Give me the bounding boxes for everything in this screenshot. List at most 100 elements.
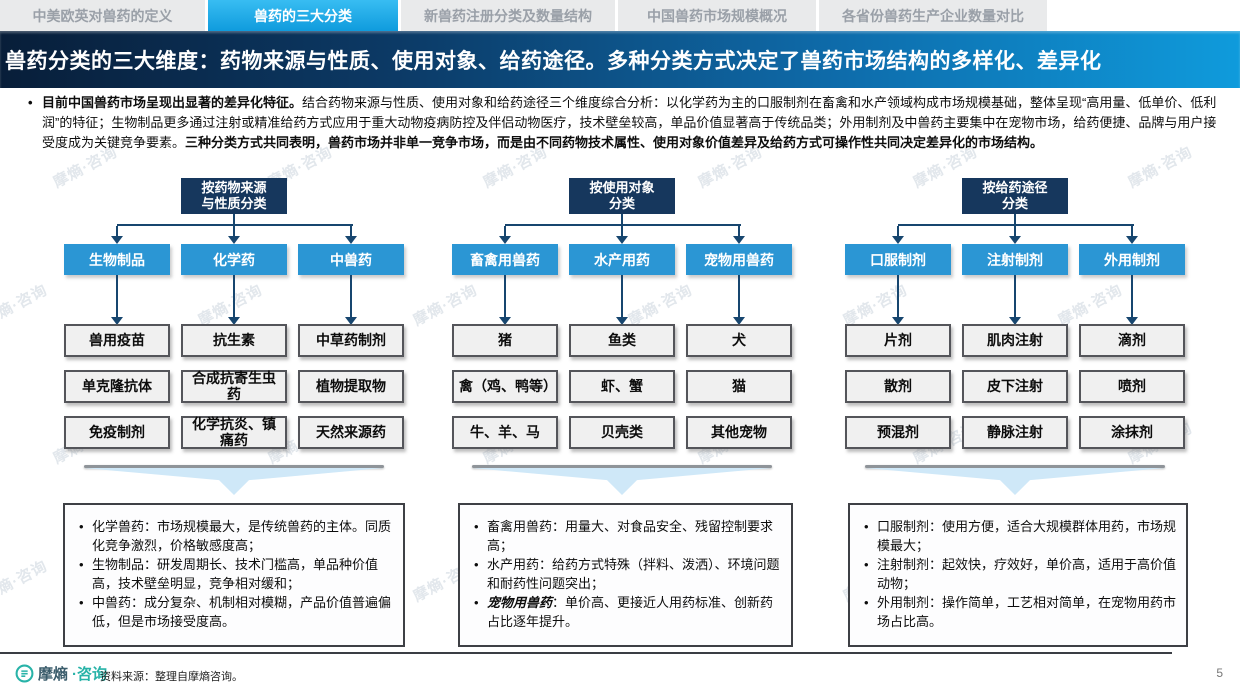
chart-header: 按药物来源 与性质分类	[181, 178, 287, 214]
arrow-down-icon	[345, 236, 357, 244]
category-item-box: 片剂	[845, 324, 951, 357]
chevron-top-line	[865, 465, 1165, 468]
intro-bold-tail: 三种分类方式共同表明，兽药市场并非单一竞争市场，而是由不同药物技术属性、使用对象…	[185, 134, 1044, 150]
note-box-route: 口服制剂：使用方便，适合大规模群体用药，市场规模最大；注射制剂：起效快，疗效好，…	[848, 503, 1188, 647]
intro-bold-lead: 目前中国兽药市场呈现出显著的差异化特征。	[42, 95, 303, 110]
arrow-down-icon	[228, 236, 240, 244]
chevron-shape	[865, 468, 1165, 495]
arrow-down-icon	[499, 317, 511, 325]
connector-line	[898, 224, 1134, 226]
category-item-box: 免疫制剂	[64, 416, 170, 449]
branch-header: 化学药	[181, 244, 287, 275]
connector-line	[897, 275, 899, 317]
note-label: 水产用药	[487, 556, 540, 572]
note-label: 化学兽药	[92, 519, 145, 534]
page-title: 兽药分类的三大维度：药物来源与性质、使用对象、给药途径。多种分类方式决定了兽药市…	[5, 49, 1102, 73]
note-text: ：研发周期长、技术门槛高，单品种价值高，技术壁垒明显，竞争相对缓和；	[92, 556, 379, 591]
arrow-down-icon	[892, 317, 904, 325]
category-item-box: 其他宠物	[686, 416, 792, 449]
arrow-down-icon	[1009, 236, 1021, 244]
category-item-box: 猫	[686, 370, 792, 403]
category-item-box: 化学抗炎、镇痛药	[181, 416, 287, 449]
chevron-shape	[84, 468, 384, 495]
connector-line	[504, 226, 506, 236]
intro-bullet: •	[28, 95, 33, 110]
note-label: 外用制剂	[877, 594, 930, 610]
tab-0[interactable]: 中美欧英对兽药的定义	[0, 0, 205, 31]
branch-header: 外用制剂	[1079, 244, 1185, 275]
category-item-box: 散剂	[845, 370, 951, 403]
classification-charts: 按药物来源 与性质分类生物制品兽用疫苗单克隆抗体免疫制剂化学药抗生素合成抗寄生虫…	[0, 178, 1240, 498]
note-label: 中兽药	[92, 594, 132, 610]
notes-row: 化学兽药：市场规模最大，是传统兽药的主体。同质化竞争激烈，价格敏感度高；生物制品…	[0, 503, 1240, 649]
intro-body: 结合药物来源与性质、使用对象和给药途径三个维度综合分析：以化学药为主的口服制剂在…	[42, 95, 1217, 150]
chart-target-classification: 按使用对象 分类畜禽用兽药猪禽（鸡、鸭等）牛、羊、马水产用药鱼类虾、蟹贝壳类宠物…	[452, 178, 792, 498]
connector-line	[1014, 226, 1016, 236]
connector-line	[738, 275, 740, 317]
connector-line	[897, 226, 899, 236]
tab-2[interactable]: 新兽药注册分类及数量结构	[401, 0, 615, 31]
connector-line	[621, 226, 623, 236]
connector-line	[233, 226, 235, 236]
connector-line	[1014, 275, 1016, 317]
category-item-box: 犬	[686, 324, 792, 357]
intro-text: 目前中国兽药市场呈现出显著的差异化特征。结合药物来源与性质、使用对象和给药途径三…	[42, 93, 1218, 152]
page-number: 5	[1216, 666, 1223, 680]
connector-line	[621, 275, 623, 317]
arrow-down-icon	[892, 236, 904, 244]
category-item-box: 植物提取物	[298, 370, 404, 403]
note-item: 化学兽药：市场规模最大，是传统兽药的主体。同质化竞争激烈，价格敏感度高；	[77, 518, 395, 556]
connector-line	[504, 275, 506, 317]
chevron-top-line	[472, 465, 772, 468]
note-item: 畜禽用兽药：用量大、对食品安全、残留控制要求高；	[472, 518, 783, 556]
note-list: 化学兽药：市场规模最大，是传统兽药的主体。同质化竞争激烈，价格敏感度高；生物制品…	[77, 518, 395, 632]
category-item-box: 兽用疫苗	[64, 324, 170, 357]
connector-line	[116, 226, 118, 236]
note-text: ：使用方便，适合大规模群体用药，市场规模最大；	[877, 519, 1177, 553]
connector-line	[738, 226, 740, 236]
connector-line	[505, 224, 741, 226]
category-item-box: 天然来源药	[298, 416, 404, 449]
arrow-down-icon	[616, 236, 628, 244]
intro-paragraph: • 目前中国兽药市场呈现出显著的差异化特征。结合药物来源与性质、使用对象和给药途…	[28, 93, 1218, 152]
chart-header: 按给药途径 分类	[962, 178, 1068, 214]
note-label: 生物制品	[92, 556, 145, 572]
note-item: 注射制剂：起效快，疗效好，单价高，适用于高价值动物；	[862, 556, 1178, 594]
brand-logo: 摩熵 ·咨询	[15, 663, 107, 684]
category-item-box: 肌肉注射	[962, 324, 1068, 357]
note-label: 注射制剂	[877, 556, 930, 572]
arrow-down-icon	[499, 236, 511, 244]
connector-line	[621, 214, 623, 224]
category-item-box: 单克隆抗体	[64, 370, 170, 403]
category-item-box: 贝壳类	[569, 416, 675, 449]
category-item-box: 喷剂	[1079, 370, 1185, 403]
category-item-box: 预混剂	[845, 416, 951, 449]
note-item: 生物制品：研发周期长、技术门槛高，单品种价值高，技术壁垒明显，竞争相对缓和；	[77, 556, 395, 594]
branch-header: 中兽药	[298, 244, 404, 275]
note-label: 畜禽用兽药	[487, 519, 553, 534]
connector-line	[1131, 275, 1133, 317]
brand-logo-icon	[15, 664, 34, 683]
title-bar: 兽药分类的三大维度：药物来源与性质、使用对象、给药途径。多种分类方式决定了兽药市…	[0, 31, 1240, 88]
branch-header: 宠物用兽药	[686, 244, 792, 275]
category-item-box: 鱼类	[569, 324, 675, 357]
footer-divider	[0, 652, 1172, 654]
tab-4[interactable]: 各省份兽药生产企业数量对比	[819, 0, 1047, 31]
category-item-box: 合成抗寄生虫药	[181, 370, 287, 403]
tab-3[interactable]: 中国兽药市场规模概况	[618, 0, 816, 31]
connector-line	[1131, 226, 1133, 236]
arrow-down-icon	[345, 317, 357, 325]
down-chevron-decoration	[865, 465, 1165, 495]
brand-name-secondary: ·咨询	[72, 666, 108, 683]
category-item-box: 皮下注射	[962, 370, 1068, 403]
category-item-box: 静脉注射	[962, 416, 1068, 449]
chart-header: 按使用对象 分类	[569, 178, 675, 214]
note-box-target: 畜禽用兽药：用量大、对食品安全、残留控制要求高；水产用药：给药方式特殊（拌料、泼…	[458, 503, 793, 647]
tab-bar: 中美欧英对兽药的定义兽药的三大分类新兽药注册分类及数量结构中国兽药市场规模概况各…	[0, 0, 1240, 31]
note-text: ：给药方式特殊（拌料、泼洒）、环境问题和耐药性问题突出；	[487, 556, 780, 591]
tab-1[interactable]: 兽药的三大分类	[208, 0, 398, 31]
connector-line	[350, 275, 352, 317]
arrow-down-icon	[111, 317, 123, 325]
note-text: ：市场规模最大，是传统兽药的主体。同质化竞争激烈，价格敏感度高；	[92, 519, 392, 553]
connector-line	[1014, 214, 1016, 224]
